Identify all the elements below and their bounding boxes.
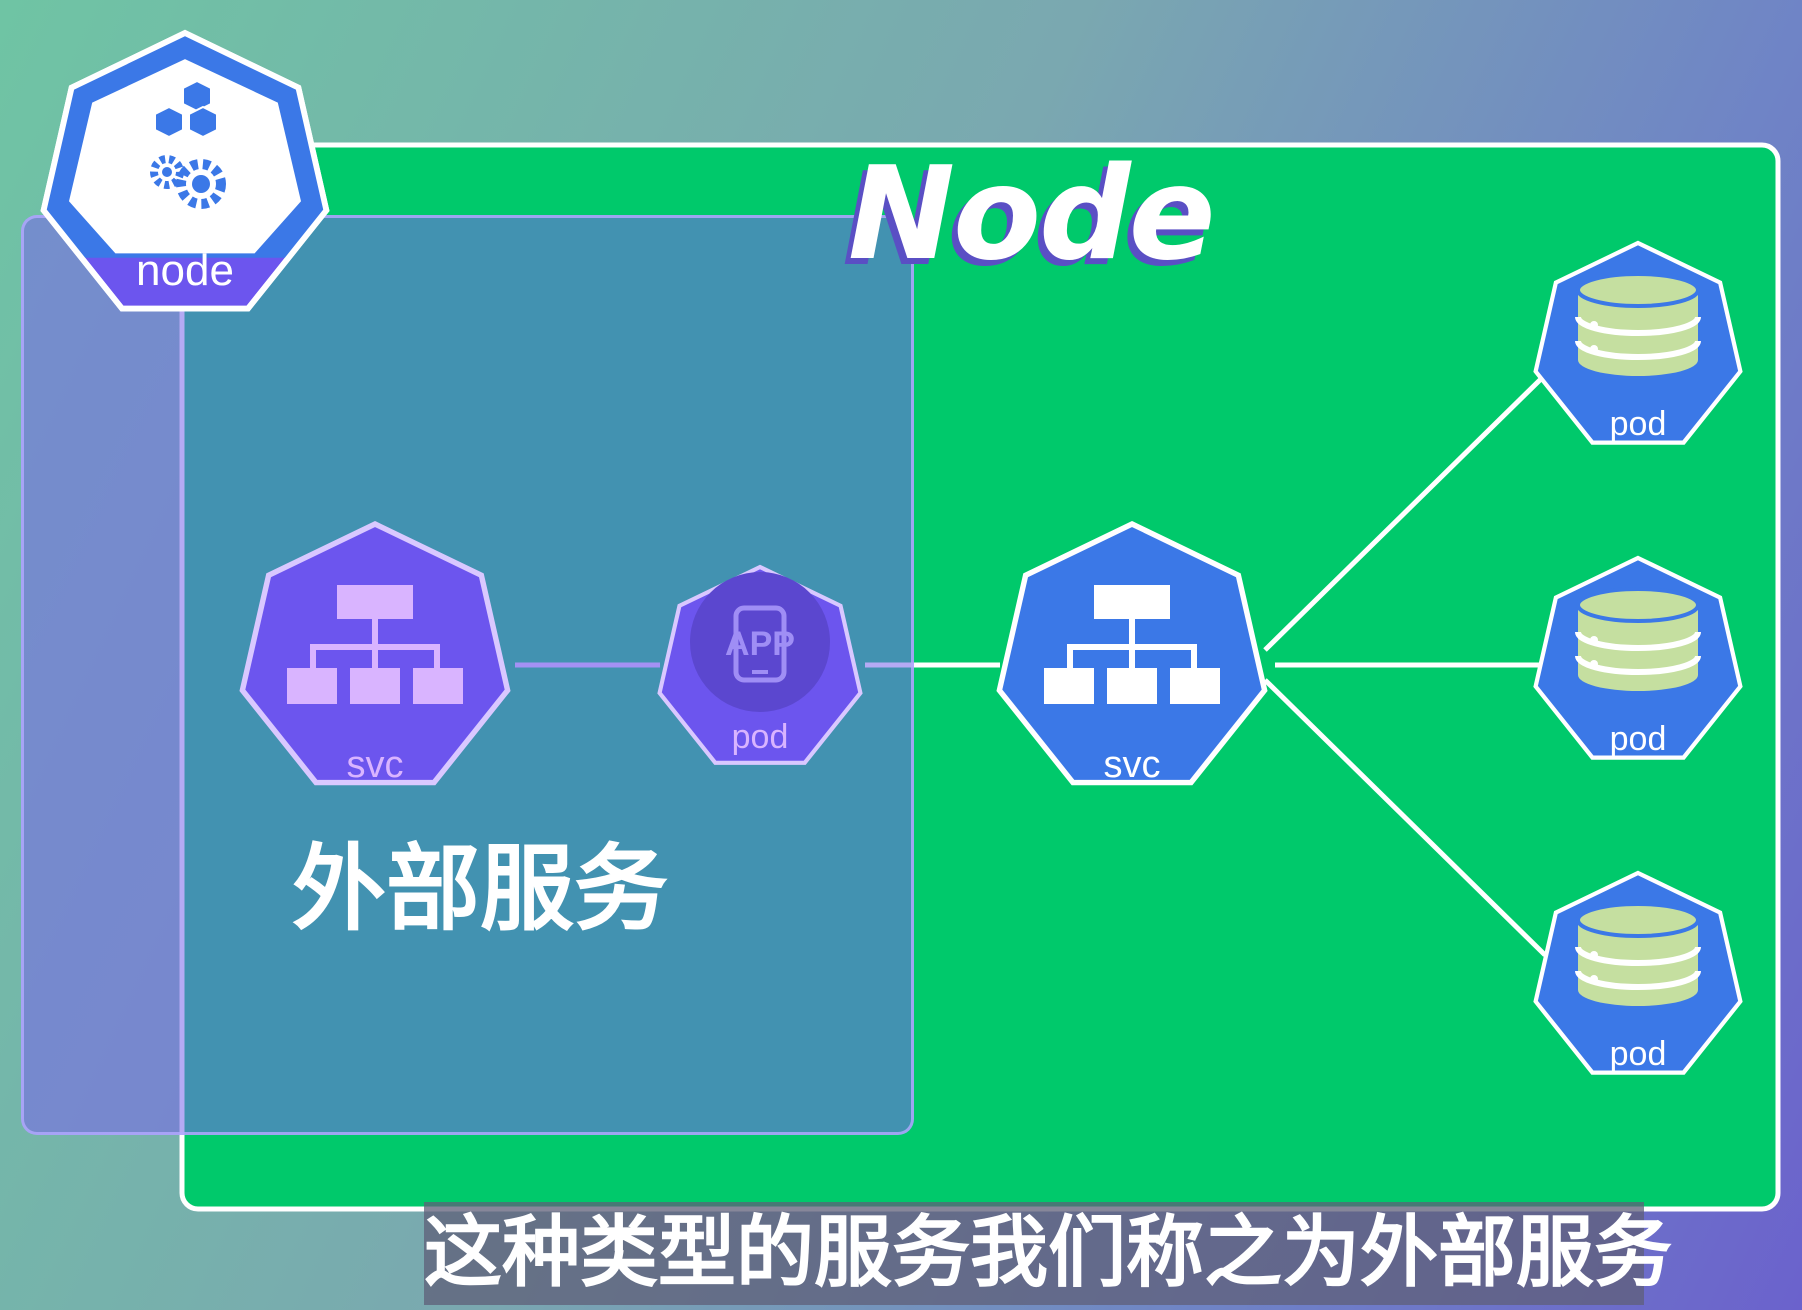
external-service-label: 外部服务	[292, 835, 669, 944]
database-icon	[1575, 272, 1701, 376]
database-icon	[1575, 587, 1701, 691]
internal-svc-label: svc	[1104, 744, 1161, 786]
hierarchy-icon	[1044, 585, 1220, 704]
node-icon-label: node	[136, 246, 234, 295]
connector-svc-to-pod-3	[1263, 678, 1547, 957]
connector-svc-to-pod-1	[1263, 373, 1547, 652]
app-icon-text: APP	[725, 625, 795, 663]
node-icon	[44, 33, 327, 309]
app-phone-icon	[690, 572, 830, 712]
db-pod-label-3: pod	[1610, 1035, 1667, 1073]
external-svc-label: svc	[347, 744, 404, 786]
app-pod-label: pod	[732, 718, 789, 756]
node-box-title: Node	[848, 140, 1216, 289]
cubes-gear-icon	[150, 79, 226, 209]
hierarchy-icon	[287, 585, 463, 704]
video-subtitle: 这种类型的服务我们称之为外部服务	[424, 1202, 1672, 1305]
database-icon	[1575, 902, 1701, 1006]
db-pod-label-1: pod	[1610, 405, 1667, 443]
db-pod-label-2: pod	[1610, 720, 1667, 758]
